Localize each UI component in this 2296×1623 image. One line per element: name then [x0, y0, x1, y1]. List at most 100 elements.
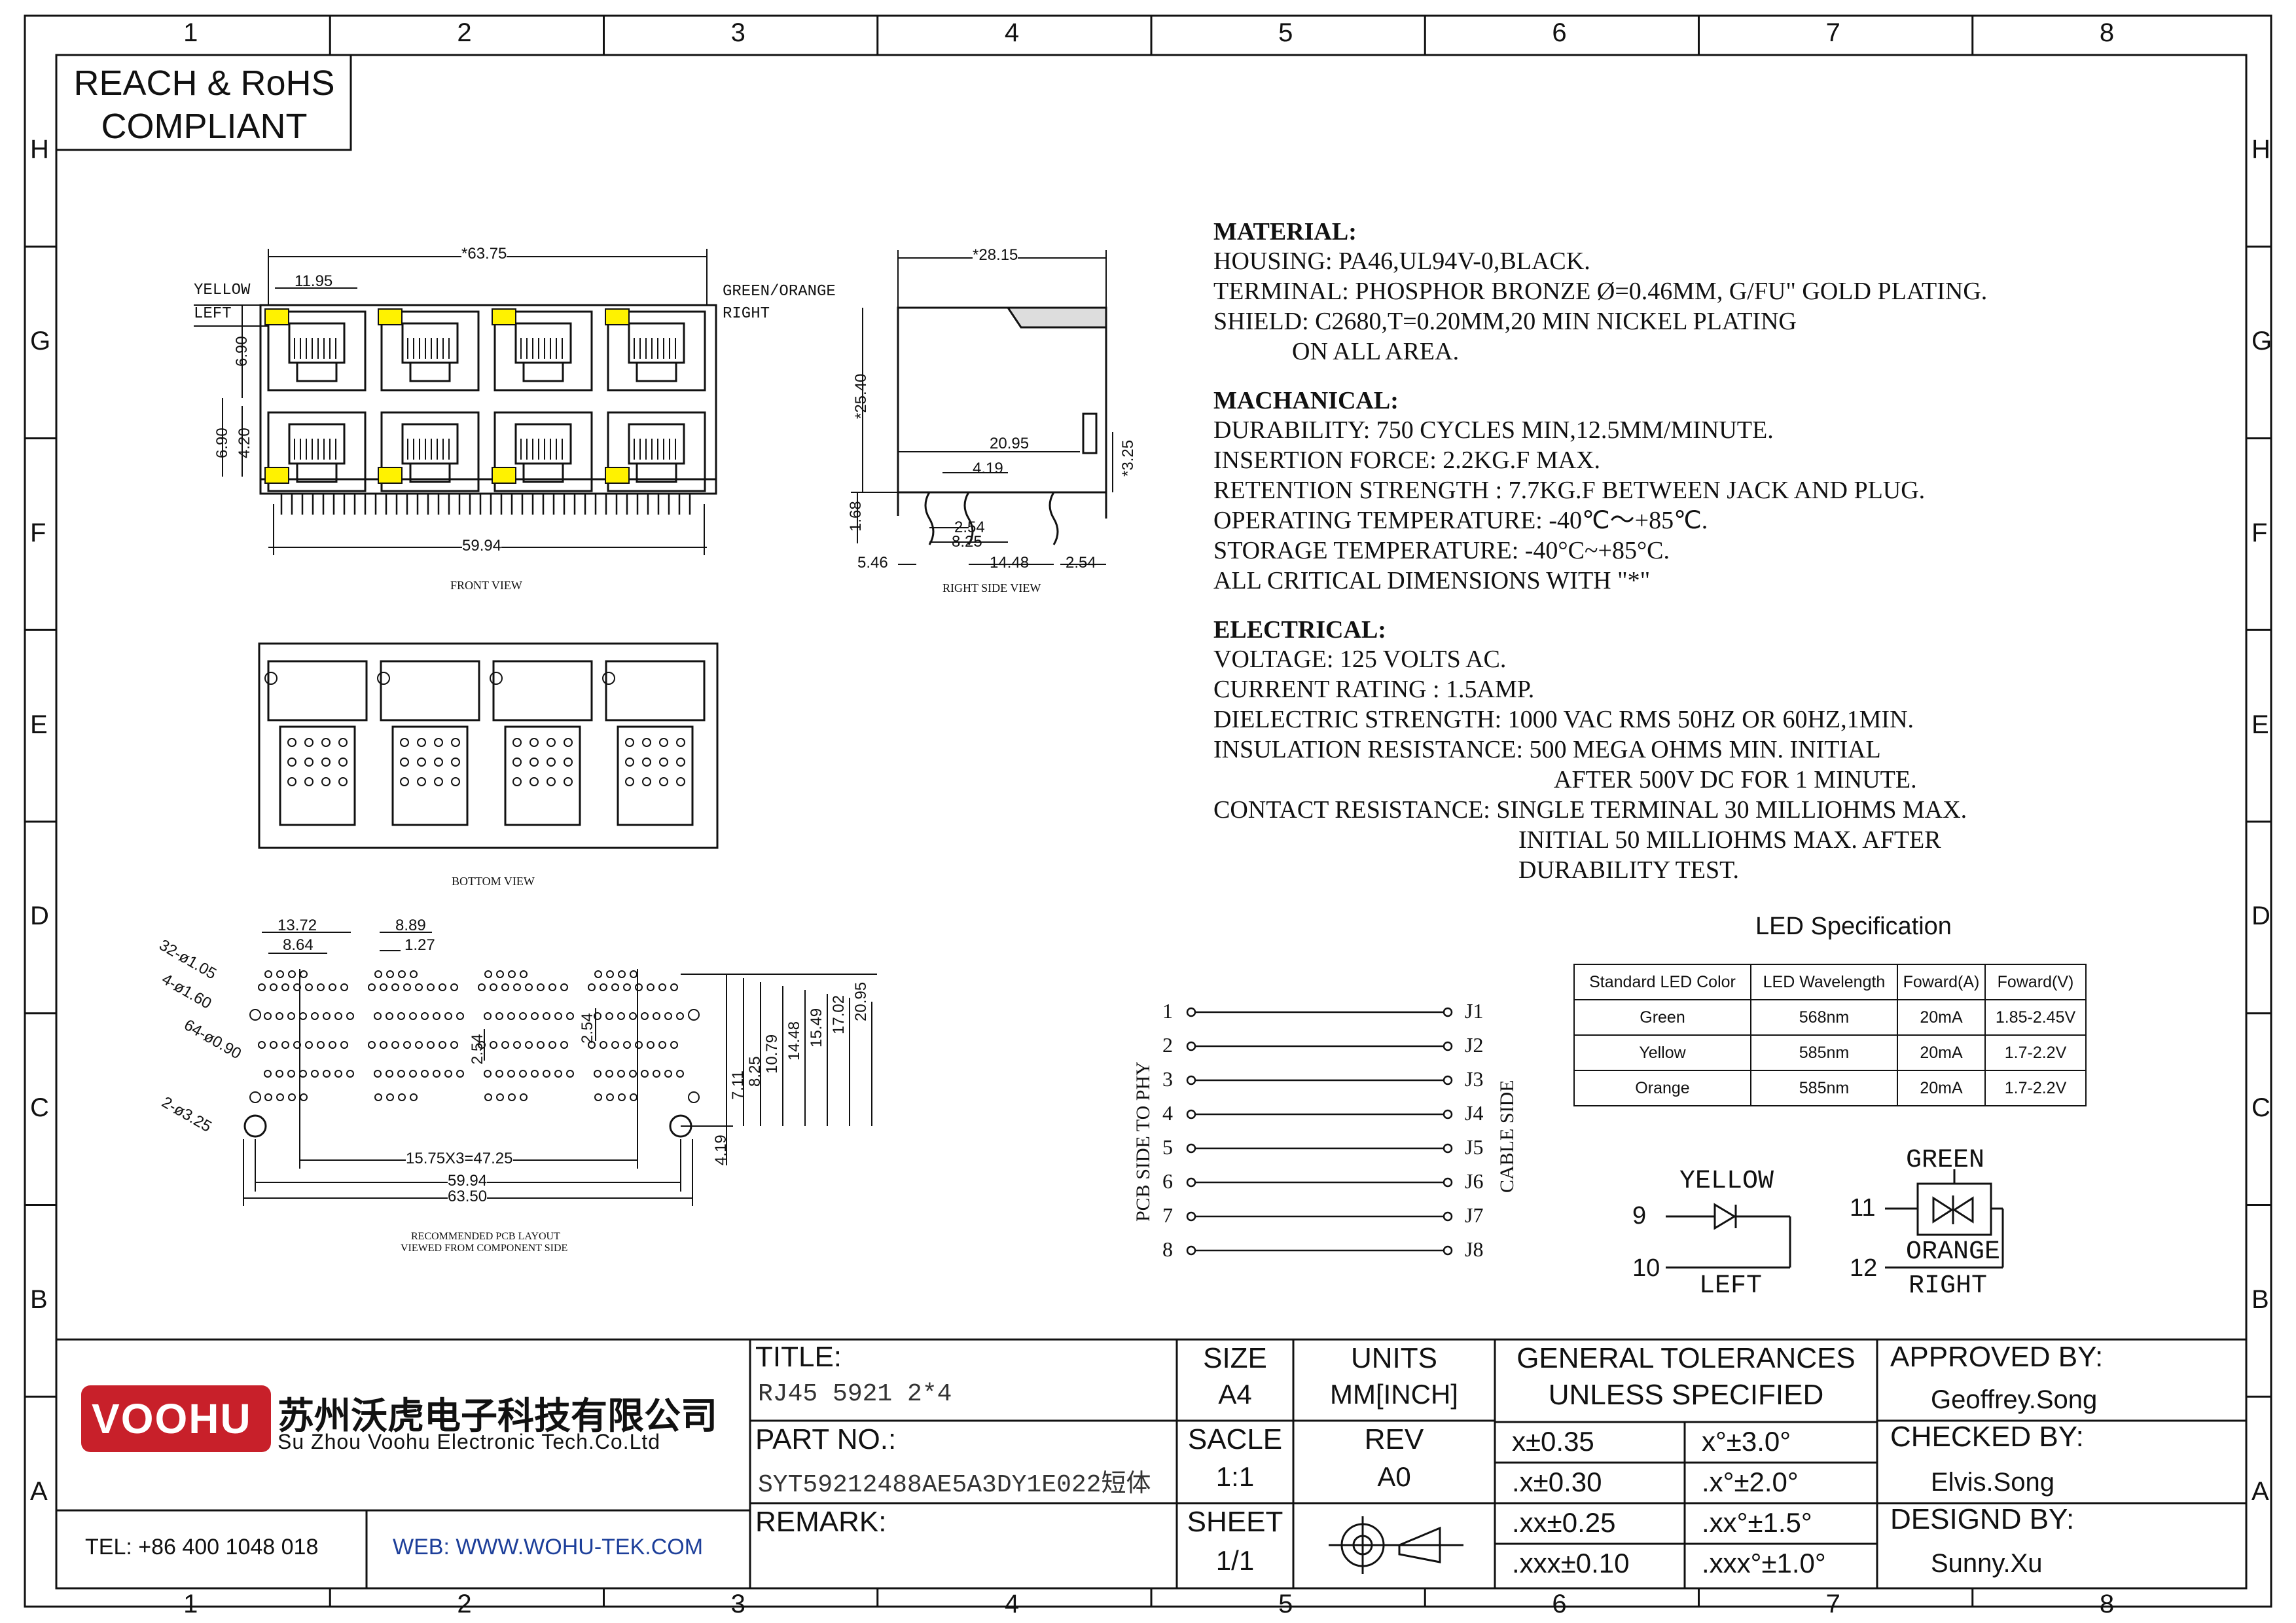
led-table-cell: Yellow	[1573, 1034, 1751, 1071]
designed-label: DESIGND BY:	[1890, 1503, 2075, 1535]
spec-block: MATERIAL: HOUSING: PA46,UL94V-0,BLACK.TE…	[1213, 217, 1987, 885]
pin-right-J6: J6	[1465, 1169, 1484, 1193]
pin-right-J4: J4	[1465, 1101, 1484, 1125]
material-heading: MATERIAL:	[1213, 218, 1357, 246]
row-label-left: C	[30, 1093, 49, 1123]
column-label-bottom: 2	[457, 1590, 472, 1618]
company-web[interactable]: WEB: WWW.WOHU-TEK.COM	[393, 1535, 704, 1559]
column-label-bottom: 3	[730, 1590, 745, 1618]
row-label-left: E	[30, 710, 48, 739]
column-label-top: 6	[1552, 18, 1567, 47]
pin-right-J8: J8	[1465, 1237, 1484, 1261]
mechanical-line: ALL CRITICAL DIMENSIONS WITH "*"	[1213, 567, 1651, 594]
cable-side-label: CABLE SIDE	[1496, 1080, 1518, 1194]
led-spec-title: LED Specification	[1755, 913, 1952, 940]
mechanical-line: RETENTION STRENGTH : 7.7KG.F BETWEEN JAC…	[1213, 477, 1926, 504]
row-label-right: G	[2251, 327, 2272, 356]
dim-front-width: *63.75	[461, 245, 507, 263]
tolerance-heading-2: UNLESS SPECIFIED	[1548, 1379, 1824, 1411]
tolerance-linear: x±0.35	[1512, 1426, 1594, 1457]
electrical-line: VOLTAGE: 125 VOLTS AC.	[1213, 646, 1507, 673]
mechanical-line: STORAGE TEMPERATURE: -40°C~+85°C.	[1213, 537, 1670, 564]
electrical-line: DIELECTRIC STRENGTH: 1000 VAC RMS 50HZ O…	[1213, 706, 1914, 733]
led-table-cell: 568nm	[1750, 999, 1898, 1036]
pcb-layout-drawing	[243, 932, 877, 1206]
part-no-label: PART NO.:	[755, 1423, 897, 1455]
bottom-view-drawing	[258, 642, 719, 849]
logo-text: VOOHU	[92, 1395, 252, 1442]
column-label-bottom: 6	[1552, 1590, 1567, 1618]
mechanical-line: DURABILITY: 750 CYCLES MIN,12.5MM/MINUTE…	[1213, 416, 1774, 444]
led-table-header: Standard LED Color	[1573, 964, 1751, 1000]
compliance-note: REACH & RoHS COMPLIANT	[59, 62, 350, 148]
dim-front-lower-a: 6.90	[213, 428, 231, 458]
dim-side-d3: *3.25	[1119, 439, 1137, 477]
pin-11-label: 11	[1850, 1194, 1876, 1222]
led-table-cell: 1.7-2.2V	[1984, 1034, 2087, 1071]
title-label: TITLE:	[755, 1341, 842, 1373]
dim-side-d2: 4.19	[973, 460, 1003, 477]
company-logo	[81, 1385, 271, 1452]
dim-pcb-v1: 2.54	[469, 1034, 486, 1065]
approved-value: Geoffrey.Song	[1931, 1385, 2098, 1414]
row-label-right: B	[2251, 1285, 2269, 1314]
dim-pcb-r5: 14.48	[785, 1021, 803, 1061]
rev-label: REV	[1364, 1423, 1424, 1455]
title-value: RJ45 5921 2*4	[758, 1380, 952, 1408]
column-label-bottom: 1	[183, 1590, 198, 1618]
dim-pcb-r7: 17.02	[830, 994, 848, 1034]
pin-right-J2: J2	[1465, 1033, 1484, 1057]
pcb-caption-2: VIEWED FROM COMPONENT SIDE	[401, 1243, 568, 1254]
dim-pcb-v2: 2.54	[579, 1013, 596, 1044]
yellow-led-label: YELLOW	[194, 282, 251, 299]
pin-left-3: 3	[1162, 1067, 1173, 1091]
row-label-left: A	[30, 1476, 48, 1506]
column-label-top: 1	[183, 18, 198, 47]
row-label-right: C	[2251, 1093, 2270, 1123]
pin-left-7: 7	[1162, 1203, 1173, 1227]
pin-left-5: 5	[1162, 1135, 1173, 1159]
pin-12-label: 12	[1850, 1254, 1878, 1282]
led-table-cell: 585nm	[1750, 1034, 1898, 1071]
tolerance-linear: .x±0.30	[1512, 1467, 1602, 1497]
right-schematic-label: RIGHT	[1909, 1271, 1988, 1301]
dim-side-d4: 1.68	[847, 501, 865, 532]
scale-label: SACLE	[1187, 1423, 1283, 1455]
dim-front-lower-b: 4.20	[236, 428, 253, 458]
front-view-drawing	[194, 249, 717, 555]
dim-side-d1: 20.95	[990, 435, 1030, 452]
electrical-line: INSULATION RESISTANCE: 500 MEGA OHMS MIN…	[1213, 736, 1881, 763]
dim-pcb-r8: 20.95	[852, 981, 870, 1021]
dim-pcb-h3: 8.89	[395, 917, 426, 934]
dim-pcb-b3: 63.50	[448, 1188, 488, 1206]
column-label-top: 2	[457, 18, 472, 47]
dim-pcb-h1: 13.72	[278, 917, 317, 934]
company-name-en: Su Zhou Voohu Electronic Tech.Co.Ltd	[278, 1430, 661, 1453]
right-label: RIGHT	[723, 305, 770, 323]
green-schematic-label: GREEN	[1906, 1146, 1985, 1175]
checked-value: Elvis.Song	[1931, 1468, 2054, 1497]
column-label-top: 3	[730, 18, 745, 47]
electrical-line: AFTER 500V DC FOR 1 MINUTE.	[1554, 766, 1917, 793]
dim-side-depth: *28.15	[973, 246, 1018, 264]
led-table-cell: 20mA	[1897, 999, 1986, 1036]
left-schematic-label: LEFT	[1699, 1271, 1763, 1301]
led-table-header: LED Wavelength	[1750, 964, 1898, 1000]
led-table-cell: 20mA	[1897, 1034, 1986, 1071]
led-table-header: Foward(A)	[1897, 964, 1986, 1000]
row-label-right: A	[2251, 1476, 2269, 1506]
dim-front-base: 59.94	[462, 537, 502, 555]
pin-9-label: 9	[1632, 1202, 1647, 1230]
size-value: A4	[1218, 1379, 1252, 1410]
electrical-line: CURRENT RATING : 1.5AMP.	[1213, 676, 1535, 703]
projection-symbol	[1329, 1516, 1463, 1574]
tolerance-angular: .xx°±1.5°	[1702, 1507, 1812, 1538]
title-block-grid	[56, 1338, 2246, 1588]
dim-pcb-b1: 15.75X3=47.25	[406, 1150, 513, 1168]
right-side-view-drawing	[851, 250, 1113, 565]
dim-pcb-h4: 1.27	[404, 936, 435, 954]
pin-right-J5: J5	[1465, 1135, 1484, 1159]
column-label-bottom: 8	[2099, 1590, 2115, 1618]
